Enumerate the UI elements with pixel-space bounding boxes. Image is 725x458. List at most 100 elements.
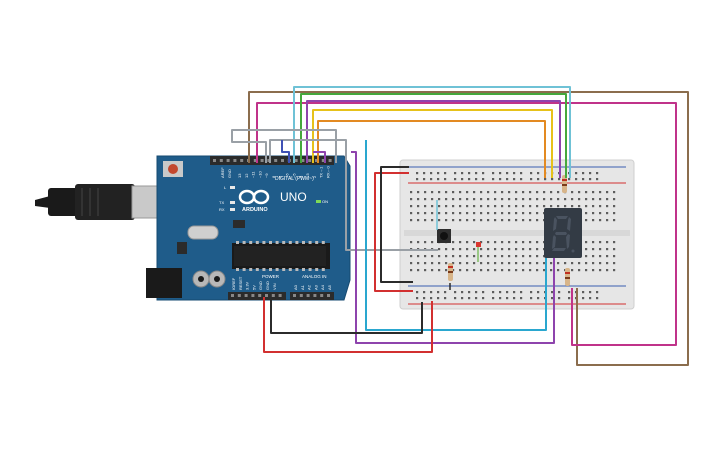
breadboard-hole[interactable]	[501, 262, 504, 265]
breadboard-hole[interactable]	[473, 212, 476, 215]
breadboard-hole[interactable]	[585, 191, 588, 194]
breadboard-hole[interactable]	[599, 255, 602, 258]
breadboard-hole[interactable]	[445, 262, 448, 265]
breadboard-hole[interactable]	[424, 255, 427, 258]
digital-header-pin[interactable]	[260, 159, 264, 162]
rail-hole[interactable]	[416, 291, 419, 294]
breadboard-hole[interactable]	[557, 198, 560, 201]
breadboard-hole[interactable]	[508, 248, 511, 251]
breadboard-hole[interactable]	[445, 255, 448, 258]
breadboard-hole[interactable]	[480, 219, 483, 222]
breadboard-hole[interactable]	[585, 205, 588, 208]
breadboard-hole[interactable]	[473, 191, 476, 194]
breadboard-hole[interactable]	[571, 198, 574, 201]
breadboard-hole[interactable]	[445, 191, 448, 194]
breadboard-hole[interactable]	[585, 262, 588, 265]
breadboard-hole[interactable]	[543, 205, 546, 208]
wire-red-5v[interactable]	[263, 297, 433, 353]
breadboard-hole[interactable]	[494, 255, 497, 258]
breadboard-hole[interactable]	[529, 241, 532, 244]
rail-hole[interactable]	[520, 291, 523, 294]
breadboard-hole[interactable]	[487, 205, 490, 208]
breadboard-hole[interactable]	[452, 198, 455, 201]
breadboard-hole[interactable]	[431, 198, 434, 201]
wire-magenta[interactable]	[256, 102, 677, 346]
breadboard-hole[interactable]	[564, 198, 567, 201]
wire-orange[interactable]	[317, 120, 546, 178]
rail-hole[interactable]	[596, 297, 599, 300]
digital-header-pin[interactable]	[267, 159, 271, 162]
rail-hole[interactable]	[430, 297, 433, 300]
rail-hole[interactable]	[520, 178, 523, 181]
breadboard-hole[interactable]	[417, 198, 420, 201]
breadboard-hole[interactable]	[508, 191, 511, 194]
breadboard-hole[interactable]	[445, 198, 448, 201]
rail-hole[interactable]	[513, 178, 516, 181]
breadboard-hole[interactable]	[438, 191, 441, 194]
rail-hole[interactable]	[468, 172, 471, 175]
breadboard-hole[interactable]	[480, 241, 483, 244]
rail-hole[interactable]	[551, 297, 554, 300]
rail-hole[interactable]	[468, 297, 471, 300]
wire-purple-short[interactable]	[313, 151, 326, 163]
rail-hole[interactable]	[530, 178, 533, 181]
breadboard-hole[interactable]	[501, 198, 504, 201]
rail-hole[interactable]	[558, 291, 561, 294]
digital-header-pin[interactable]	[301, 159, 305, 162]
terminal-strip-top[interactable]	[410, 191, 616, 222]
breadboard-hole[interactable]	[599, 198, 602, 201]
breadboard-hole[interactable]	[592, 248, 595, 251]
breadboard-hole[interactable]	[599, 212, 602, 215]
breadboard-hole[interactable]	[592, 198, 595, 201]
wire-gray-loop[interactable]	[231, 129, 337, 163]
rail-hole[interactable]	[520, 297, 523, 300]
breadboard-hole[interactable]	[606, 219, 609, 222]
breadboard-hole[interactable]	[424, 269, 427, 272]
rail-hole[interactable]	[582, 178, 585, 181]
breadboard-hole[interactable]	[508, 219, 511, 222]
breadboard-hole[interactable]	[585, 255, 588, 258]
rail-hole[interactable]	[582, 297, 585, 300]
rail-hole[interactable]	[575, 178, 578, 181]
breadboard-hole[interactable]	[410, 191, 413, 194]
breadboard-hole[interactable]	[613, 255, 616, 258]
breadboard-hole[interactable]	[599, 191, 602, 194]
rail-hole[interactable]	[506, 178, 509, 181]
breadboard-hole[interactable]	[536, 248, 539, 251]
breadboard-hole[interactable]	[431, 241, 434, 244]
rail-hole[interactable]	[506, 172, 509, 175]
breadboard-hole[interactable]	[431, 191, 434, 194]
rail-hole[interactable]	[558, 297, 561, 300]
breadboard-hole[interactable]	[501, 269, 504, 272]
breadboard-hole[interactable]	[438, 255, 441, 258]
breadboard-hole[interactable]	[417, 212, 420, 215]
breadboard-hole[interactable]	[613, 191, 616, 194]
breadboard-hole[interactable]	[522, 269, 525, 272]
breadboard-hole[interactable]	[585, 198, 588, 201]
rail-hole[interactable]	[444, 178, 447, 181]
digital-header-pin[interactable]	[274, 159, 278, 162]
breadboard-hole[interactable]	[606, 205, 609, 208]
rail-hole[interactable]	[461, 291, 464, 294]
power-header-pin[interactable]	[271, 294, 275, 297]
rail-hole[interactable]	[589, 297, 592, 300]
breadboard-hole[interactable]	[522, 212, 525, 215]
digital-header-pin[interactable]	[226, 159, 230, 162]
breadboard-hole[interactable]	[613, 205, 616, 208]
breadboard-hole[interactable]	[585, 269, 588, 272]
breadboard-hole[interactable]	[445, 205, 448, 208]
breadboard-hole[interactable]	[606, 269, 609, 272]
breadboard-hole[interactable]	[473, 205, 476, 208]
wire-lightblue-top[interactable]	[293, 86, 571, 178]
rail-hole[interactable]	[468, 291, 471, 294]
breadboard-hole[interactable]	[452, 191, 455, 194]
breadboard-hole[interactable]	[410, 269, 413, 272]
rail-hole[interactable]	[492, 291, 495, 294]
breadboard-hole[interactable]	[417, 262, 420, 265]
digital-header-pin[interactable]	[321, 159, 325, 162]
breadboard-hole[interactable]	[606, 191, 609, 194]
digital-header-pin[interactable]	[233, 159, 237, 162]
breadboard-hole[interactable]	[473, 269, 476, 272]
